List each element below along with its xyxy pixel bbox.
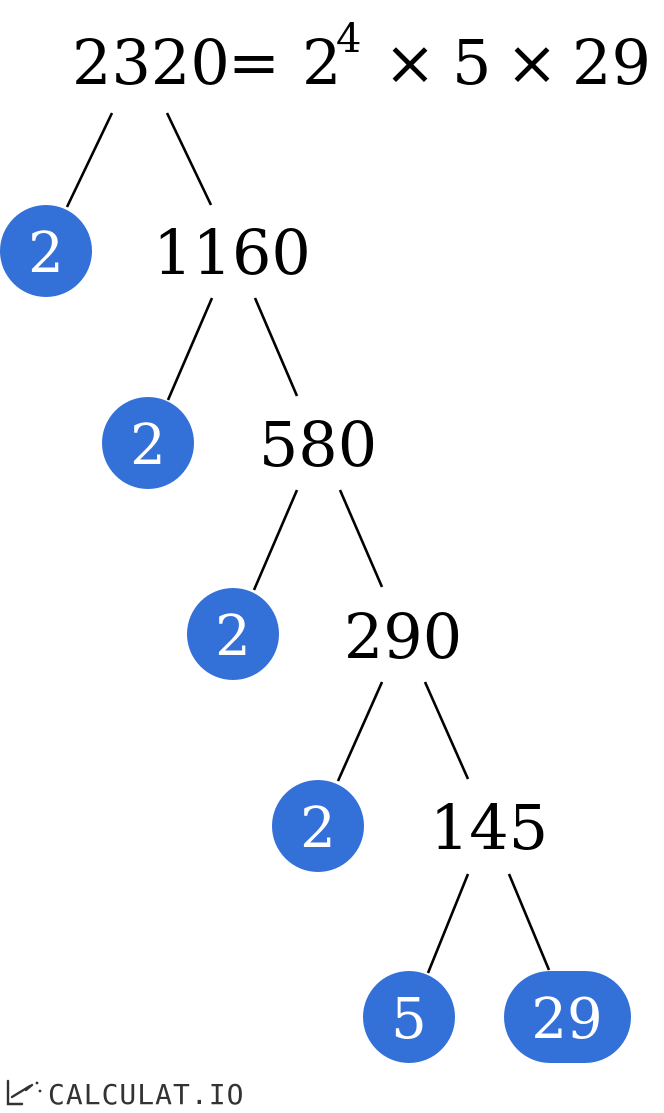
prime-leaf-pill	[504, 971, 631, 1063]
prime-leaf: 29	[504, 971, 631, 1063]
prime-leaf-label: 2	[130, 413, 166, 478]
prime-leaf-label: 2	[28, 221, 64, 286]
edge-580-to-290	[338, 489, 384, 588]
equation-factor-5: 5	[452, 26, 491, 99]
edge-1160-to-580	[253, 297, 299, 397]
prime-leaf: 5	[363, 971, 455, 1063]
tree-edges	[65, 112, 551, 974]
equation-number: 2320	[72, 26, 230, 99]
prime-leaf-circle	[187, 588, 279, 680]
prime-leaf-label: 2	[300, 796, 336, 861]
composite-node-580: 580	[259, 408, 377, 481]
edge-1160-to-2	[166, 297, 214, 401]
composite-nodes: 1160 580 290 145	[153, 216, 548, 864]
equation-exponent: 4	[336, 16, 361, 62]
equation-times-1: ×	[384, 26, 436, 99]
calculat-io-logo: CALCULAT.IO	[6, 1078, 244, 1111]
factorization-equation: 2320 = 2 4 × 5 × 29	[72, 16, 651, 99]
edge-2320-to-2	[65, 112, 114, 208]
prime-leaf-circle	[272, 780, 364, 872]
composite-node-145: 145	[430, 791, 548, 864]
prime-leaf: 2	[102, 397, 194, 489]
calculator-pen-icon	[6, 1079, 42, 1106]
edge-580-to-2	[252, 489, 299, 591]
equation-equals: =	[228, 26, 280, 99]
prime-leaf-circle	[0, 205, 92, 297]
equation-factor-29: 29	[572, 26, 651, 99]
prime-leaf-label: 2	[215, 604, 251, 669]
edge-145-to-5	[426, 873, 470, 974]
prime-leaves: 2 2 2 2 5 29	[0, 205, 631, 1063]
edge-145-to-29	[507, 873, 551, 971]
composite-node-1160: 1160	[153, 216, 311, 289]
edge-2320-to-1160	[165, 112, 213, 206]
equation-times-2: ×	[506, 26, 558, 99]
brand-text: CALCULAT.IO	[48, 1078, 244, 1111]
edge-290-to-145	[423, 681, 470, 780]
prime-leaf-circle	[363, 971, 455, 1063]
prime-leaf: 2	[0, 205, 92, 297]
prime-leaf-label: 29	[531, 987, 602, 1052]
prime-leaf: 2	[187, 588, 279, 680]
prime-leaf-label: 5	[391, 987, 427, 1052]
equation-base: 2	[302, 26, 341, 99]
prime-leaf: 2	[272, 780, 364, 872]
prime-leaf-circle	[102, 397, 194, 489]
composite-node-290: 290	[344, 600, 462, 673]
edge-290-to-2	[336, 681, 384, 782]
